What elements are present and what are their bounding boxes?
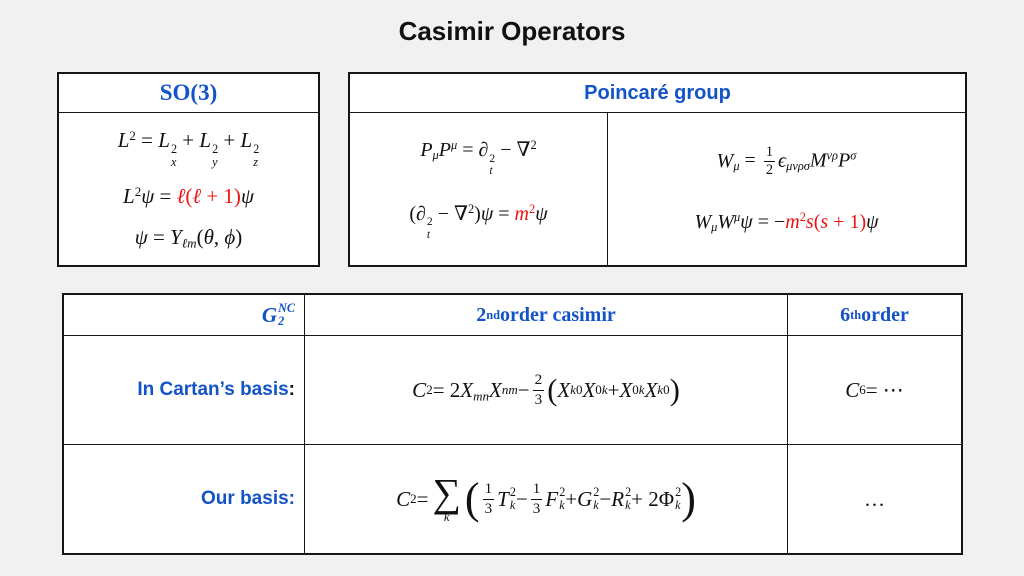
row-cartan-label: In Cartan’s basis:: [64, 336, 305, 445]
poincare-formula-w2: WμWμψ = −m2s(s + 1)ψ: [694, 210, 879, 234]
so3-header: SO(3): [59, 74, 318, 113]
page-title: Casimir Operators: [398, 16, 626, 46]
so3-formula-eigenvalue: L2ψ = ℓ(ℓ + 1)ψ: [123, 183, 254, 209]
row-ourbasis-ellipsis: …: [864, 486, 885, 511]
row-ourbasis-label: Our basis:: [64, 445, 305, 553]
so3-formula-spherical-harmonic: ψ = Yℓm(θ, ϕ): [134, 224, 243, 250]
poincare-header: Poincaré group: [350, 74, 965, 113]
